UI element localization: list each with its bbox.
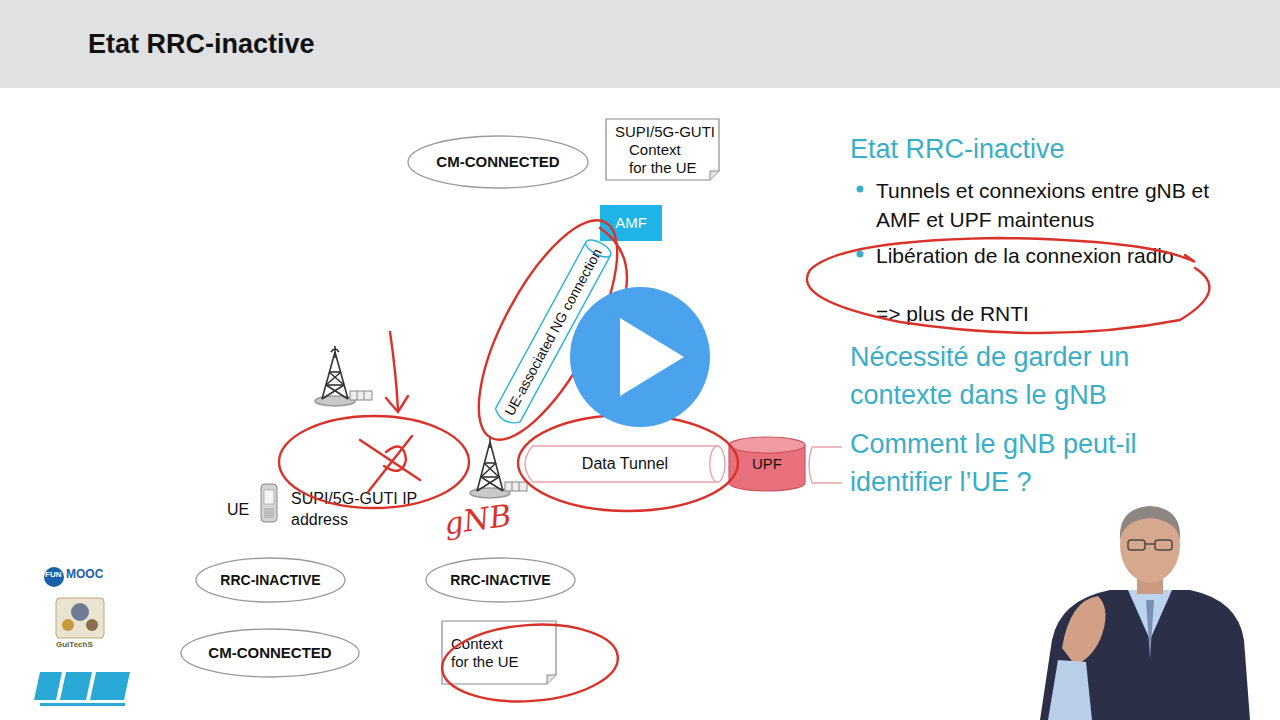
logo xyxy=(34,567,130,706)
antenna-tower xyxy=(470,436,527,498)
node-text: RRC-INACTIVE xyxy=(220,572,320,589)
ng-connection-tube: UE-associated NG connection xyxy=(492,236,615,428)
state-ellipse: RRC-INACTIVE xyxy=(195,557,346,603)
phone-icon xyxy=(261,484,277,522)
node-text: Data Tunnel xyxy=(582,454,668,473)
handwritten-note: gNB xyxy=(442,497,526,542)
section-heading: Comment le gNB peut-il identifier l’UE ? xyxy=(850,425,1230,501)
state-ellipse: RRC-INACTIVE xyxy=(425,557,576,603)
amf-box: AMF xyxy=(600,205,662,241)
node-text: UPF xyxy=(752,455,782,473)
state-ellipse: CM-CONNECTED xyxy=(180,628,360,678)
tunnel-stub xyxy=(809,447,842,483)
slide-title: Etat RRC-inactive xyxy=(88,29,315,60)
context-document: SUPI/5G-GUTIContext for the UE xyxy=(605,118,720,181)
red-annotation xyxy=(279,202,1209,707)
node-text: CM-CONNECTED xyxy=(436,153,559,171)
play-button xyxy=(570,287,710,427)
node-text: Context for the UE xyxy=(615,141,701,177)
node-text: CM-CONNECTED xyxy=(208,644,331,662)
logo-text: GuiTechS xyxy=(56,640,116,650)
node-text: RRC-INACTIVE xyxy=(450,572,550,589)
upf-cylinder: UPF xyxy=(728,436,806,492)
section-heading: Etat RRC-inactive xyxy=(850,130,1210,168)
presenter xyxy=(1040,506,1250,720)
node-text: AMF xyxy=(615,214,647,232)
context-document: Context for the UE xyxy=(441,620,557,685)
node-text: Context for the UE xyxy=(451,635,523,671)
ue-identifiers: SUPI/5G-GUTI IP address xyxy=(291,488,421,530)
node-text: UE-associated NG connection xyxy=(501,246,605,419)
ue-label: UE xyxy=(227,500,267,520)
data-tunnel: Data Tunnel xyxy=(525,445,725,483)
antenna-tower xyxy=(315,346,372,406)
logo-text: MOOC xyxy=(66,567,116,581)
state-ellipse: CM-CONNECTED xyxy=(407,135,589,189)
section-heading: Nécessité de garder un contexte dans le … xyxy=(850,338,1195,414)
bullet-text: => plus de RNTI xyxy=(876,299,1196,328)
bullet-dot xyxy=(857,186,864,193)
bullet-dot xyxy=(857,251,864,258)
bullet-text: Libération de la connexion radio xyxy=(876,241,1196,270)
node-text: SUPI/5G-GUTI xyxy=(615,123,715,141)
logo-text: FUN xyxy=(45,570,67,580)
bullet-text: Tunnels et connexions entre gNB et AMF e… xyxy=(876,176,1211,234)
